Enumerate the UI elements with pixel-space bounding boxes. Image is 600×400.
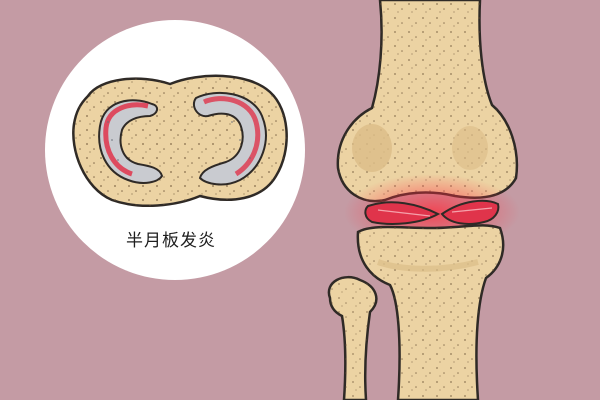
inset-view [45, 20, 305, 280]
inset-caption: 半月板发炎 [126, 231, 216, 251]
fibula [327, 275, 378, 400]
meniscus-side-view [364, 199, 500, 225]
tibia [356, 224, 505, 400]
femur [336, 0, 519, 203]
